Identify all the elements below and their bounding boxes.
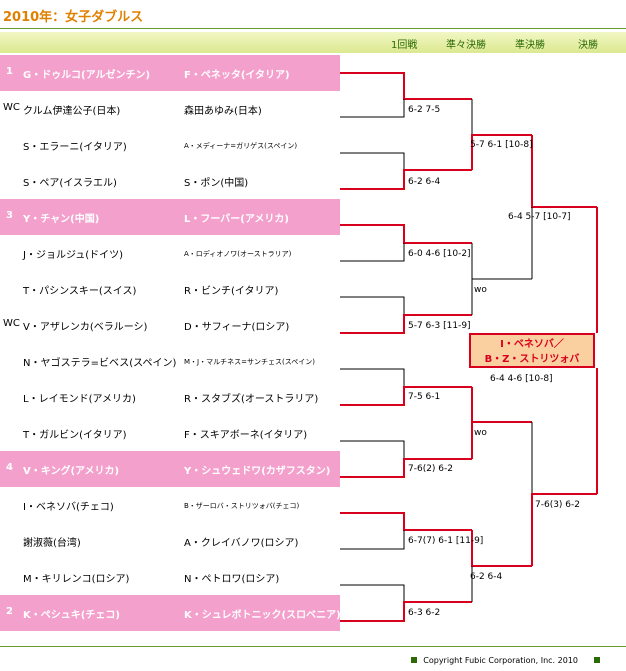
player-left: クルム伊達公子(日本) [23,106,121,117]
copyright-text: Copyright Fubic Corporation, Inc. 2010 [423,656,578,665]
score-r1-6: 7-5 6-1 [408,392,441,402]
player-right: M・J・マルチネス=サンチェス(スペイン) [184,358,315,366]
page-title: 2010年：女子ダブルス [3,10,144,25]
draw-row: 4 V・キング(アメリカ) Y・シュウェドワ(カザフスタン) [0,451,340,487]
player-left: L・レイモンド(アメリカ) [23,394,136,405]
player-right: A・クレイバノワ(ロシア) [184,538,299,549]
draw-row: 1 G・ドゥルコ(アルゼンチン) F・ペネッタ(イタリア) [0,55,340,91]
score-sf-2: 7-6(3) 6-2 [535,500,581,510]
champion-line1: I・ベネソバ／ [500,339,564,350]
player-right: D・サフィーナ(ロシア) [184,322,290,333]
player-left: 謝淑薇(台湾) [23,538,81,549]
seed-label: 3 [6,210,13,221]
score-r1-3: 6-0 4-6 [10-2] [408,249,471,259]
player-right: Y・シュウェドワ(カザフスタン) [184,466,331,477]
draw-row: S・エラーニ(イタリア) A・メディーナ=ガリゲス(スペイン) [0,127,340,163]
player-left: I・ベネソバ(チェコ) [23,502,114,513]
player-right: F・ペネッタ(イタリア) [184,70,290,81]
round-label-sf: 準決勝 [515,40,545,51]
score-r1-9: 6-3 6-2 [408,608,441,618]
player-left: G・ドゥルコ(アルゼンチン) [23,70,151,81]
score-sf-1: 6-4 5-7 [10-7] [508,212,571,222]
draw-row: 謝淑薇(台湾) A・クレイバノワ(ロシア) [0,523,340,559]
draw-row: I・ベネソバ(チェコ) B・ザーロバ・ストリツォバ(チェコ) [0,487,340,523]
draw-row: N・ヤゴステラ=ビベス(スペイン) M・J・マルチネス=サンチェス(スペイン) [0,343,340,379]
square-bullet-icon [411,657,418,663]
seed-label: 4 [6,462,13,473]
player-right: F・スキアボーネ(イタリア) [184,430,308,441]
player-left: T・パシンスキー(スイス) [23,286,137,297]
score-r1-8: 6-7(7) 6-1 [11-9] [408,536,484,546]
player-right: 森田あゆみ(日本) [184,106,262,117]
draw-row: T・ガルビン(イタリア) F・スキアボーネ(イタリア) [0,415,340,451]
seed-label: 2 [6,606,13,617]
player-left: T・ガルビン(イタリア) [23,430,127,441]
draw-row: J・ジョルジュ(ドイツ) A・ロディオノワ(オーストラリア) [0,235,340,271]
score-qf-wo-2: wo [474,428,487,438]
player-left: Y・チャン(中国) [23,214,100,225]
player-left: S・エラーニ(イタリア) [23,142,127,153]
draw-row: 2 K・ペシュキ(チェコ) K・シュレボトニック(スロベニア) [0,595,341,631]
score-r1-7: 7-6(2) 6-2 [408,464,454,474]
player-right: R・ビンチ(イタリア) [184,286,279,297]
player-left: J・ジョルジュ(ドイツ) [23,250,124,261]
draw-row: M・キリレンコ(ロシア) N・ペトロワ(ロシア) [0,559,340,595]
player-right: N・ペトロワ(ロシア) [184,574,280,585]
round-label-r1: 1回戦 [391,40,418,51]
draw-row: 3 Y・チャン(中国) L・フーバー(アメリカ) [0,199,340,235]
player-left: K・ペシュキ(チェコ) [23,610,120,621]
score-final: 6-4 4-6 [10-8] [490,374,553,384]
player-right: B・ザーロバ・ストリツォバ(チェコ) [184,502,300,510]
draw-row: L・レイモンド(アメリカ) R・スタブズ(オーストラリア) [0,379,340,415]
score-r1-5: 5-7 6-3 [11-9] [408,321,471,331]
score-r1-1: 6-2 7-5 [408,105,441,115]
player-left: N・ヤゴステラ=ビベス(スペイン) [23,358,177,369]
player-right: S・ポン(中国) [184,178,249,189]
champion-box: I・ベネソバ／ B・Z・ストリツォバ [469,333,595,368]
round-header-bar [0,32,626,53]
seed-label: 1 [6,66,13,77]
score-qf-4: 6-2 6-4 [470,572,503,582]
draw-row: S・ペア(イスラエル) S・ポン(中国) [0,163,340,199]
footer-rule [0,646,626,647]
header-rule [0,28,626,29]
player-left: M・キリレンコ(ロシア) [23,574,130,585]
player-right: A・ロディオノワ(オーストラリア) [184,250,292,258]
footer: Copyright Fubic Corporation, Inc. 2010 [395,656,606,665]
player-right: L・フーバー(アメリカ) [184,214,289,225]
draw-row: T・パシンスキー(スイス) R・ビンチ(イタリア) [0,271,340,307]
seed-label: WC [3,102,20,113]
player-left: S・ペア(イスラエル) [23,178,117,189]
score-qf-1: 5-7 6-1 [10-8] [470,140,533,150]
player-right: R・スタブズ(オーストラリア) [184,394,319,405]
square-bullet-icon [594,657,600,663]
seed-label: WC [3,318,20,329]
player-right: K・シュレボトニック(スロベニア) [184,610,341,621]
round-label-qf: 準々決勝 [446,40,486,51]
score-qf-wo-1: wo [474,285,487,295]
player-left: V・キング(アメリカ) [23,466,120,477]
player-left: V・アザレンカ(ベラルーシ) [23,322,148,333]
score-r1-2: 6-2 6-4 [408,177,441,187]
champion-line2: B・Z・ストリツォバ [484,354,580,365]
round-label-final: 決勝 [578,40,598,51]
player-right: A・メディーナ=ガリゲス(スペイン) [184,142,298,150]
